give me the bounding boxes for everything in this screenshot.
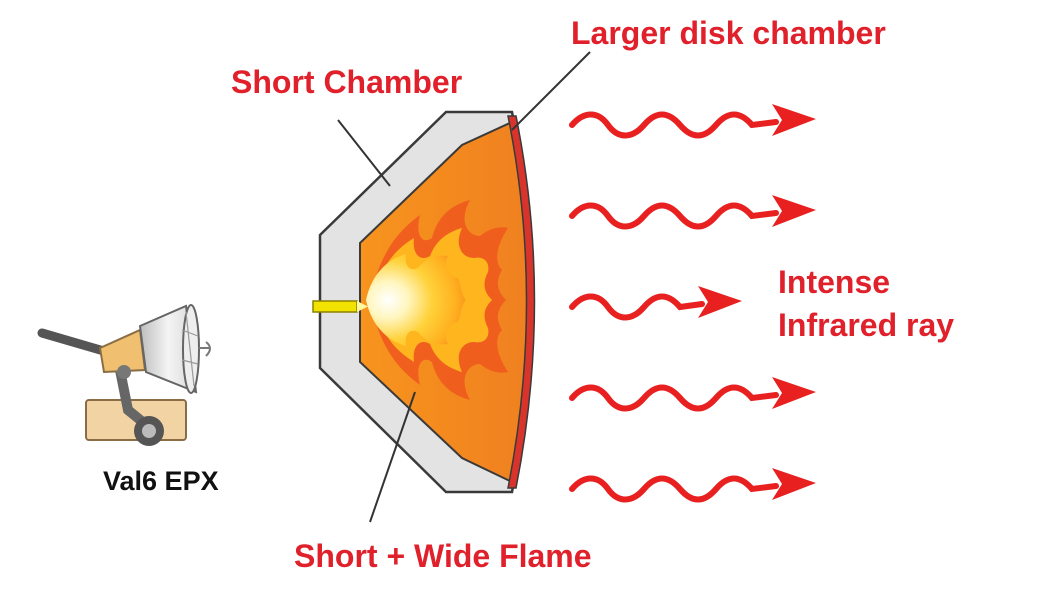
infrared-rays [569,104,816,503]
burner-nozzle [312,300,358,313]
intense-label: Intense [778,264,890,300]
wavy-arrow-icon [569,286,742,321]
short-wide-flame-label: Short + Wide Flame [294,538,592,574]
infrared-heater-icon [37,304,211,446]
disk-rim [507,115,536,489]
short-chamber-leader [337,119,391,187]
larger-disk-chamber-label: Larger disk chamber [571,15,886,51]
heater-model-label: Val6 EPX [103,466,219,496]
wavy-arrow-icon [569,195,816,230]
wavy-arrow-icon [569,468,816,503]
larger-disk-leader [511,51,591,131]
flame-core [366,254,466,346]
short-chamber-label: Short Chamber [231,64,462,100]
infrared-ray-label: Infrared ray [778,307,954,343]
wavy-arrow-icon [569,377,816,412]
combustion-chamber [312,110,536,494]
wavy-arrow-icon [569,104,816,139]
flame-leader [369,391,416,523]
